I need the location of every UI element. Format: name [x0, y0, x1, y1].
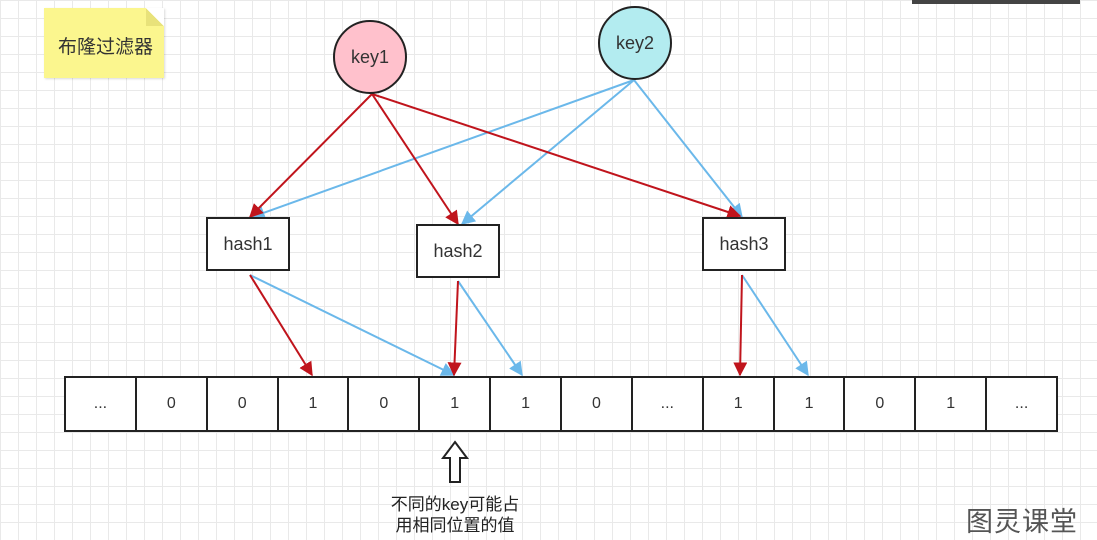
arrow-hash3-bit10-blue [741, 274, 809, 377]
arrow-hash2-bit5-red [447, 280, 462, 377]
hash2-box: hash2 [416, 224, 500, 278]
caption-line-2: 用相同位置的值 [395, 516, 515, 535]
bit-cell: 1 [489, 378, 560, 430]
bit-cell: ... [985, 378, 1056, 430]
bit-cell: ... [630, 378, 702, 430]
arrow-hash1-bit3-red [249, 274, 313, 377]
bit-cell: 0 [347, 378, 418, 430]
arrow-key1-hash1 [249, 93, 373, 218]
key1-label: key1 [350, 46, 390, 67]
hash3-box: hash3 [702, 217, 786, 271]
hash3-label: hash3 [719, 233, 769, 254]
key2-label: key2 [615, 32, 655, 53]
bit-cell: 1 [914, 378, 985, 430]
bit-cell: 1 [772, 378, 844, 430]
key2-node: key2 [598, 6, 672, 80]
hash1-label: hash1 [223, 233, 273, 254]
arrow-key2-hash1 [250, 79, 635, 220]
arrow-key1-hash2 [371, 93, 459, 226]
caption-line-1: 不同的key可能占 [390, 495, 520, 514]
arrow-key1-hash3 [371, 93, 742, 219]
sticky-note: 布隆过滤器 [44, 8, 164, 78]
note-fold [146, 8, 164, 26]
arrow-hash2-bit6-blue [457, 280, 523, 377]
bit-cell: 1 [701, 378, 773, 430]
hash1-box: hash1 [206, 217, 290, 271]
arrow-key2-hash3 [633, 79, 743, 219]
bit-cell: ... [93, 395, 108, 412]
bit-cell: 0 [560, 378, 631, 430]
bit-cell: 0 [134, 378, 206, 430]
bit-cell: 0 [205, 378, 277, 430]
key1-node: key1 [333, 20, 407, 94]
up-arrow-icon [441, 440, 469, 483]
arrow-hash1-bit5-blue [249, 274, 456, 376]
bit-cell: 1 [418, 378, 489, 430]
note-title: 布隆过滤器 [58, 37, 154, 58]
bit-cell: 1 [276, 378, 348, 430]
watermark: 图灵课堂 [966, 507, 1078, 537]
hash2-label: hash2 [433, 240, 483, 261]
top-bar [912, 0, 1080, 4]
collision-caption: 不同的key可能占 用相同位置的值 [360, 494, 550, 536]
bit-array: ... 0 0 1 0 1 1 0 ... 1 1 0 1 ... [64, 376, 1058, 432]
bit-cell: 0 [843, 378, 914, 430]
arrow-hash3-bit9-red [733, 274, 748, 377]
